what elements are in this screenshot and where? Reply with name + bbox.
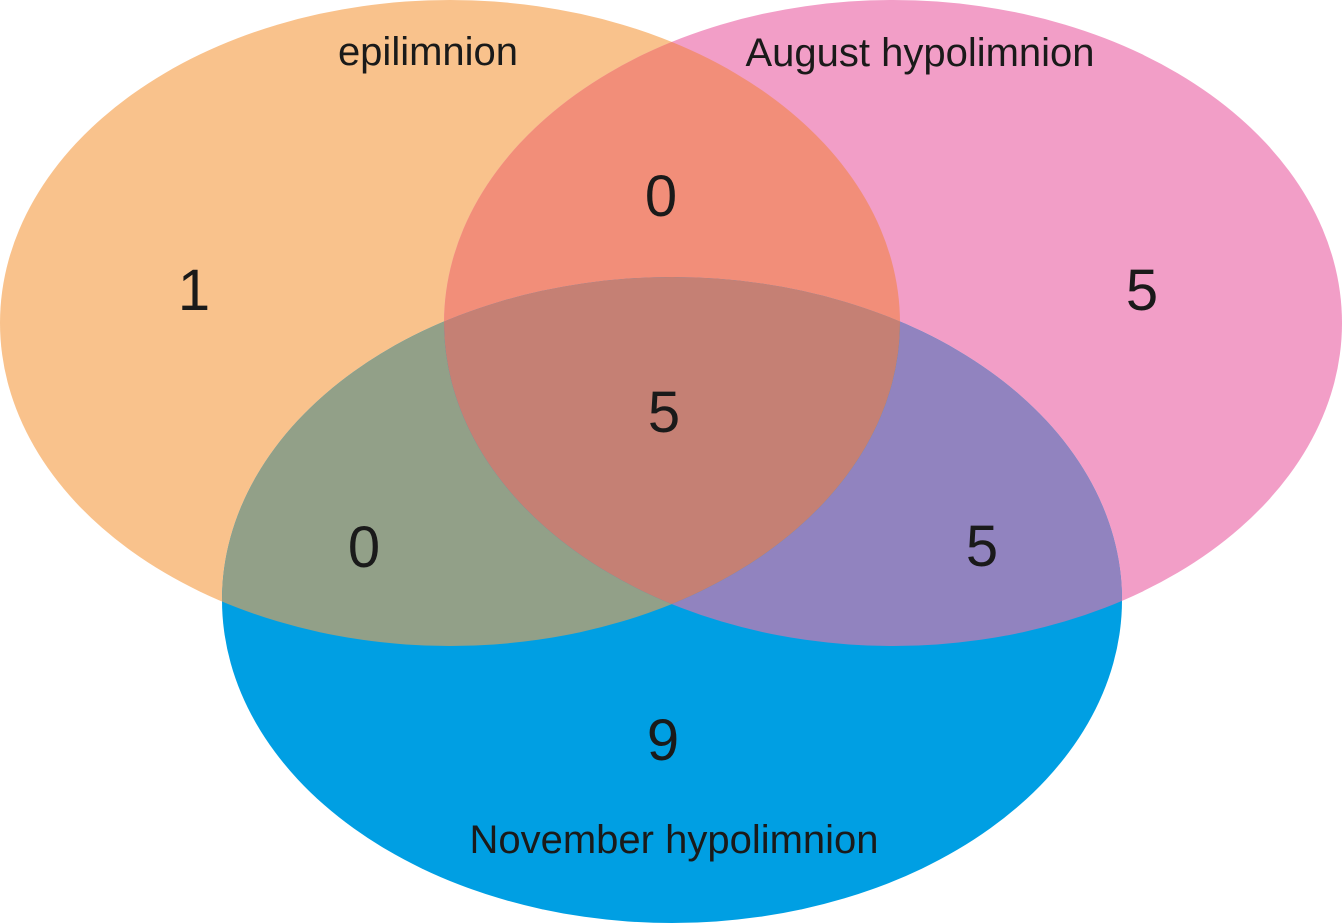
count-epilimnion-only: 1 bbox=[178, 258, 210, 323]
count-august-november: 5 bbox=[966, 514, 998, 579]
count-august-only: 5 bbox=[1126, 258, 1158, 323]
label-august-hypolimnion: August hypolimnion bbox=[745, 31, 1094, 75]
count-november-only: 9 bbox=[647, 708, 679, 773]
count-all-three: 5 bbox=[648, 380, 680, 445]
count-epilimnion-november: 0 bbox=[348, 515, 380, 580]
count-epilimnion-august: 0 bbox=[645, 164, 677, 229]
label-epilimnion: epilimnion bbox=[338, 30, 518, 74]
label-november-hypolimnion: November hypolimnion bbox=[469, 818, 878, 862]
